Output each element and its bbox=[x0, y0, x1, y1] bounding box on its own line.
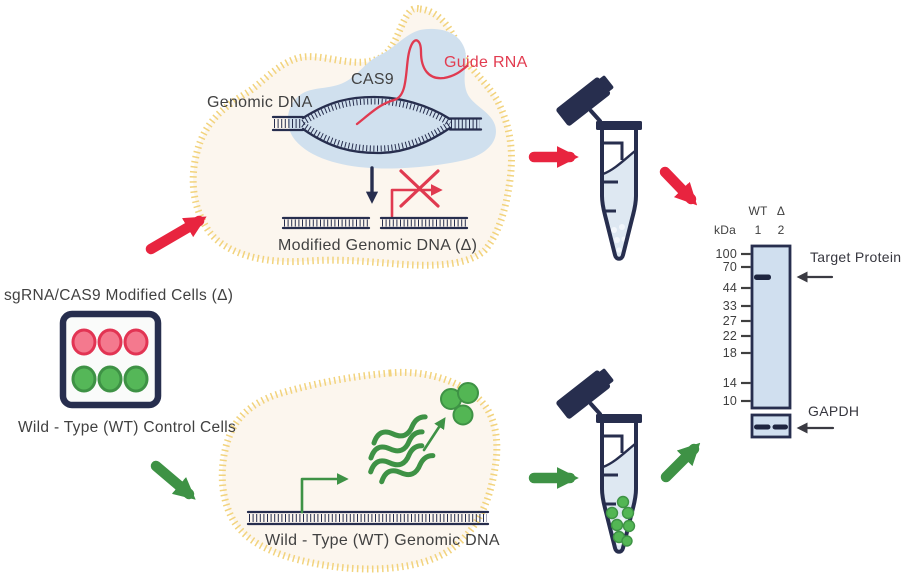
modified-dna-label: Modified Genomic DNA (Δ) bbox=[278, 237, 478, 254]
wild-type-genomic-dna bbox=[246, 510, 490, 526]
translation-arrow bbox=[422, 417, 446, 452]
arrow-tube-to-blot-bottom bbox=[660, 442, 701, 483]
cell-culture-plate bbox=[59, 310, 162, 409]
wt-genomic-dna-label: Wild - Type (WT) Genomic DNA bbox=[265, 532, 500, 549]
blot-membrane-main bbox=[750, 244, 792, 410]
blot-lane-header-delta: Δ bbox=[776, 204, 786, 218]
target-protein-band bbox=[754, 274, 771, 280]
ladder-ticks bbox=[741, 252, 751, 403]
blot-membrane-gapdh bbox=[750, 413, 792, 439]
arrow-plate-to-bottom-cell bbox=[150, 460, 196, 500]
ladder-label-33: 33 bbox=[722, 299, 737, 313]
ladder-label-18: 18 bbox=[722, 346, 737, 360]
blot-lane-header-wt: WT bbox=[748, 204, 768, 218]
ladder-label-27: 27 bbox=[722, 314, 737, 328]
ladder-label-14: 14 bbox=[722, 376, 737, 390]
target-protein-label: Target Protein bbox=[810, 249, 902, 265]
protein-pellet-dots bbox=[605, 495, 636, 547]
arrow-plate-to-top-cell bbox=[145, 215, 207, 255]
ladder-label-44: 44 bbox=[722, 281, 737, 295]
modified-cells-label: sgRNA/CAS9 Modified Cells (Δ) bbox=[4, 287, 234, 304]
western-blot bbox=[741, 244, 835, 439]
arrow-tube-to-blot-top bbox=[659, 166, 698, 206]
lysate-tube-modified bbox=[553, 70, 644, 261]
transcription-promoter-arrow bbox=[300, 473, 349, 514]
bottom-cell-membrane bbox=[218, 368, 501, 573]
ladder-label-100: 100 bbox=[715, 247, 737, 261]
guide-rna-label: Guide RNA bbox=[444, 54, 528, 71]
ladder-label-22: 22 bbox=[722, 329, 737, 343]
genomic-dna-strands bbox=[271, 95, 483, 155]
gapdh-band-lane1 bbox=[754, 424, 771, 430]
expressed-protein-circles bbox=[440, 382, 479, 426]
genomic-dna-label: Genomic DNA bbox=[207, 94, 313, 111]
modified-genomic-dna bbox=[281, 216, 469, 230]
red-x-mark bbox=[399, 169, 440, 208]
control-cells-label: Wild - Type (WT) Control Cells bbox=[18, 419, 236, 436]
modified-cell-wells bbox=[71, 328, 149, 356]
blot-lane-number-1: 1 bbox=[754, 223, 762, 237]
ladder-label-70: 70 bbox=[722, 260, 737, 274]
gapdh-band-lane2 bbox=[772, 424, 788, 430]
mrna-squiggles bbox=[368, 414, 436, 485]
blot-kda-label: kDa bbox=[714, 223, 736, 237]
wild-type-cell-wells bbox=[71, 365, 149, 393]
ladder-label-10: 10 bbox=[722, 394, 737, 408]
cas9-label: CAS9 bbox=[351, 71, 394, 88]
blot-lane-number-2: 2 bbox=[777, 223, 785, 237]
gapdh-label: GAPDH bbox=[808, 403, 860, 419]
guide-rna-strand bbox=[355, 39, 469, 126]
